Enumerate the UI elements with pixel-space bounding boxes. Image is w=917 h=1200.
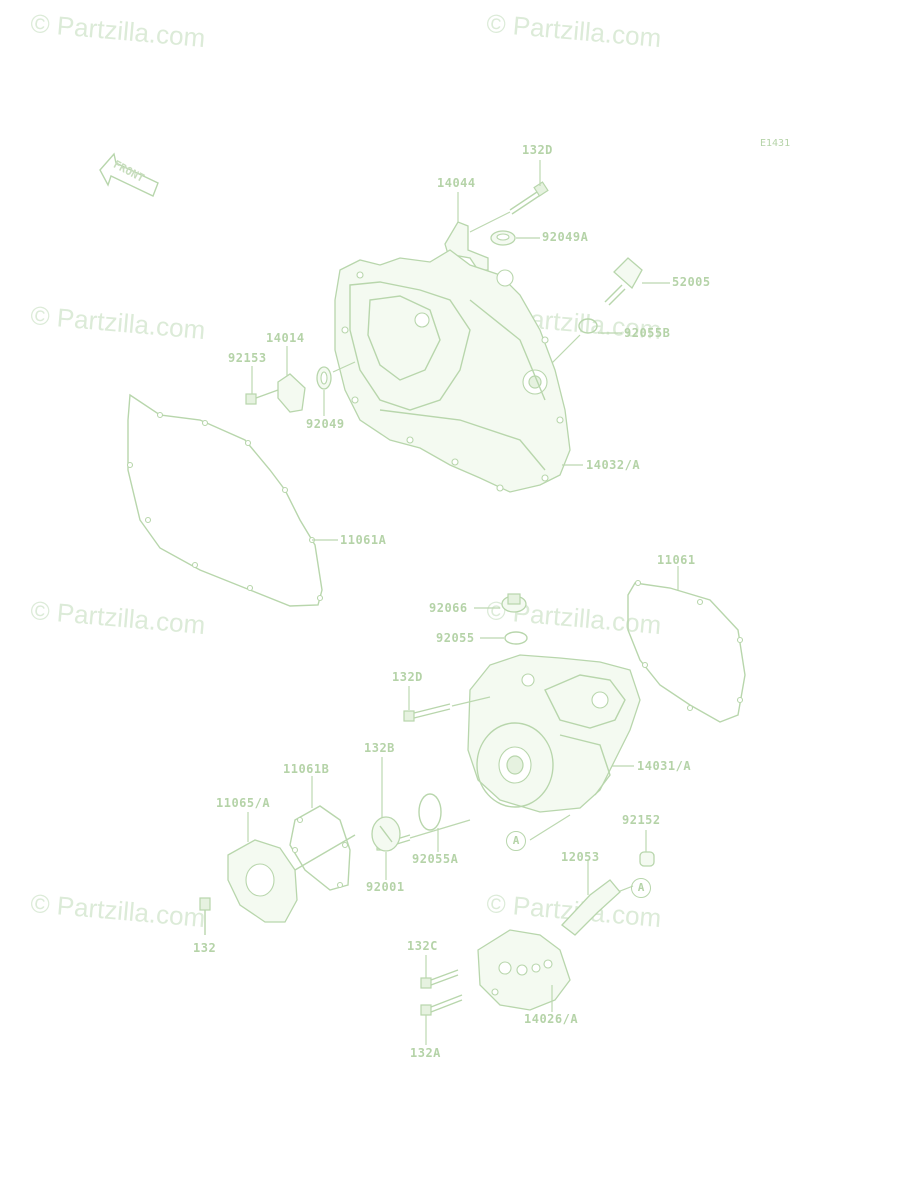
part-label[interactable]: 92055 [436,631,475,645]
plate-14014 [277,373,306,413]
part-label[interactable]: 92153 [228,351,267,365]
part-label[interactable]: 14014 [266,331,305,345]
part-label[interactable]: 132D [392,670,423,684]
part-label[interactable]: 92049A [542,230,589,244]
part-label[interactable]: 14044 [437,176,476,190]
part-label[interactable]: 92049 [306,417,345,431]
bolt-132d-top [509,181,549,215]
bolt-132a [420,994,463,1016]
part-label[interactable]: 14026/A [524,1012,579,1026]
part-label[interactable]: 92066 [429,601,468,615]
gasket-11061b [289,805,351,891]
leader-line [469,211,511,233]
bolt-132d-mid [403,703,451,722]
part-label[interactable]: 132D [522,143,553,157]
part-label[interactable]: 11061 [657,553,696,567]
part-label[interactable]: 92152 [622,813,661,827]
bolt-92153 [245,389,279,405]
cap-52005 [604,257,643,306]
plug-92066 [501,593,527,613]
collar-92152 [639,851,655,867]
oring-92055b [578,318,598,334]
cover-11065a [227,834,356,923]
part-label[interactable]: 92055A [412,852,459,866]
bolt-132 [199,897,211,935]
part-label[interactable]: 11061A [340,533,387,547]
leader-line [451,696,491,707]
clutch-cover-14032a [334,249,571,493]
oring-92055 [504,631,528,645]
plug-92001 [371,816,401,852]
seal-92049 [316,366,332,390]
oring-92055a [418,793,442,831]
generator-cover-14031a [467,654,641,813]
part-label[interactable]: 132A [410,1046,441,1060]
seal-92049a [490,230,516,246]
part-label[interactable]: 11061B [283,762,330,776]
front-label: FRONT [111,157,147,185]
part-label[interactable]: 12053 [561,850,600,864]
leader-line [529,814,571,841]
part-label[interactable]: 132B [364,741,395,755]
reference-mark-a: A [631,878,651,898]
front-arrow-icon [99,152,159,197]
part-label[interactable]: 132 [193,941,217,955]
gasket-11061 [627,579,746,723]
part-label[interactable]: 92055B [624,326,671,340]
part-label[interactable]: 132C [407,939,438,953]
diagram-code: E1431 [760,138,791,149]
cover-14026a [477,929,571,1011]
reference-mark-a: A [506,831,526,851]
leader-line [332,361,356,373]
guide-12053 [561,879,621,936]
part-label[interactable]: 52005 [672,275,711,289]
part-label[interactable]: 92001 [366,880,405,894]
part-label[interactable]: 14031/A [637,759,692,773]
leader-line [409,819,471,839]
gasket-11061a [126,393,324,607]
part-label[interactable]: 11065/A [216,796,271,810]
part-label[interactable]: 14032/A [586,458,641,472]
